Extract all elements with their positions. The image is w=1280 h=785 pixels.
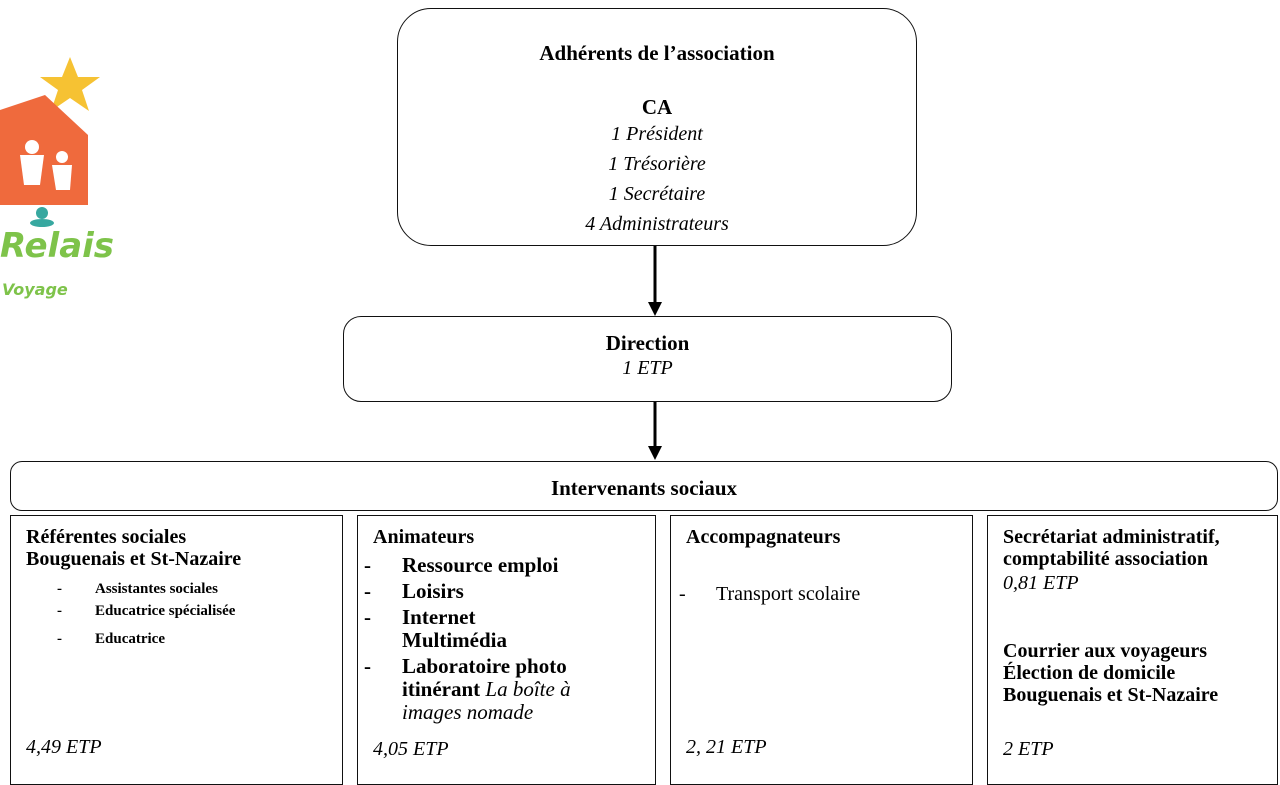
star-shape bbox=[40, 57, 100, 111]
members-title: Adhérents de l’association bbox=[539, 41, 775, 65]
member-administrateurs: 4 Administrateurs bbox=[585, 213, 729, 235]
referentes-list: -Assistantes sociales -Educatrice spécia… bbox=[57, 578, 235, 650]
logo-text-voyage: Voyage bbox=[2, 280, 68, 299]
referentes-heading-line-1: Référentes sociales bbox=[26, 526, 187, 548]
list-item: -Educatrice bbox=[57, 631, 165, 647]
list-item: -Laboratoire photo itinérant La boîte à … bbox=[364, 654, 571, 724]
accompagnateurs-column: Accompagnateurs -Transport scolaire 2, 2… bbox=[670, 515, 973, 785]
courrier-etp: 2 ETP bbox=[1003, 738, 1054, 760]
animateurs-list: -Ressource emploi -Loisirs -Internet Mul… bbox=[358, 554, 608, 727]
intervenants-title: Intervenants sociaux bbox=[550, 476, 738, 500]
referentes-heading: Référentes sociales Bouguenais et St-Naz… bbox=[26, 526, 241, 570]
direction-box: Direction 1 ETP bbox=[343, 316, 952, 402]
logo-text-relais: Relais bbox=[0, 226, 114, 266]
house-shape bbox=[0, 95, 88, 205]
ca-label: CA bbox=[641, 95, 673, 119]
board-box: Adhérents de l’association CA 1 Présiden… bbox=[397, 8, 917, 246]
courrier-line-3: Bouguenais et St-Nazaire bbox=[1003, 684, 1219, 706]
member-president: 1 Président bbox=[611, 123, 703, 145]
arrow-to-direction bbox=[648, 246, 662, 316]
list-item: -Ressource emploi bbox=[364, 553, 559, 577]
animateurs-heading: Animateurs bbox=[373, 526, 475, 548]
list-item: -Loisirs bbox=[364, 579, 464, 603]
accompagnateurs-list: -Transport scolaire bbox=[671, 582, 860, 606]
relais-voyage-logo: Relais Voyage bbox=[0, 57, 114, 299]
courrier-line-2: Élection de domicile bbox=[1003, 662, 1176, 684]
secretariat-heading: Secrétariat administratif, comptabilité … bbox=[1003, 526, 1220, 570]
member-secretaire: 1 Secrétaire bbox=[608, 183, 706, 205]
accompagnateurs-heading: Accompagnateurs bbox=[686, 526, 841, 548]
member-tresoriere: 1 Trésorière bbox=[608, 153, 706, 175]
courrier-line-1: Courrier aux voyageurs bbox=[1003, 640, 1208, 662]
list-item: -Transport scolaire bbox=[679, 583, 861, 605]
secretariat-heading-line-2: comptabilité association bbox=[1003, 548, 1208, 570]
referentes-heading-line-2: Bouguenais et St-Nazaire bbox=[26, 548, 242, 570]
list-item: -Internet Multimédia bbox=[364, 605, 507, 652]
list-item: -Educatrice spécialisée bbox=[57, 603, 236, 619]
direction-etp: 1 ETP bbox=[622, 357, 673, 379]
arrow-to-intervenants bbox=[648, 402, 662, 460]
animateurs-etp: 4,05 ETP bbox=[373, 738, 449, 760]
referentes-etp: 4,49 ETP bbox=[26, 736, 102, 758]
courrier-block: Courrier aux voyageurs Élection de domic… bbox=[1003, 640, 1218, 706]
animateurs-column: Animateurs -Ressource emploi -Loisirs -I… bbox=[357, 515, 656, 785]
secretariat-etp: 0,81 ETP bbox=[1003, 572, 1079, 594]
ca-members: 1 Président 1 Trésorière 1 Secrétaire 4 … bbox=[398, 119, 916, 239]
referentes-column: Référentes sociales Bouguenais et St-Naz… bbox=[10, 515, 343, 785]
list-item: -Assistantes sociales bbox=[57, 581, 218, 597]
intervenants-box: Intervenants sociaux bbox=[10, 461, 1278, 511]
direction-title: Direction bbox=[605, 331, 690, 355]
secretariat-column: Secrétariat administratif, comptabilité … bbox=[987, 515, 1278, 785]
secretariat-heading-line-1: Secrétariat administratif, bbox=[1003, 526, 1220, 548]
accompagnateurs-etp: 2, 21 ETP bbox=[686, 736, 767, 758]
